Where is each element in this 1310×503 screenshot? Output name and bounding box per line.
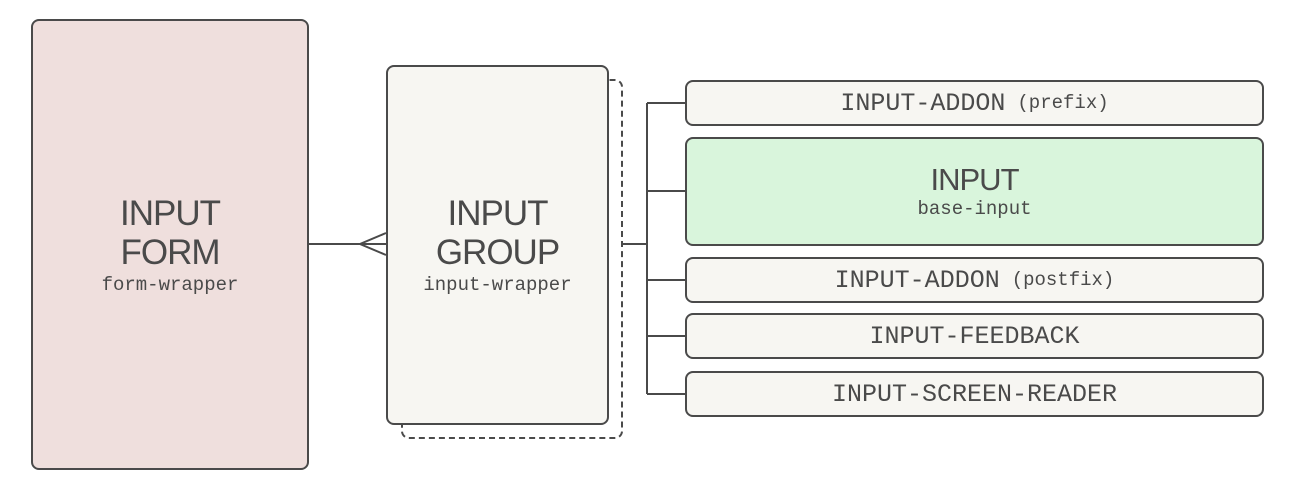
input-addon-prefix-suffix: (prefix) <box>1017 92 1109 114</box>
input-form-box: INPUT FORM form-wrapper <box>31 19 309 470</box>
input-feedback-label: INPUT-FEEDBACK <box>869 321 1080 351</box>
input-form-title-line1: INPUT <box>120 193 221 233</box>
input-addon-prefix-box: INPUT-ADDON (prefix) <box>685 80 1264 126</box>
input-label: INPUT <box>930 162 1020 197</box>
input-screen-reader-box: INPUT-SCREEN-READER <box>685 371 1264 417</box>
input-addon-postfix-box: INPUT-ADDON (postfix) <box>685 257 1264 303</box>
input-form-subtitle: form-wrapper <box>101 273 239 296</box>
input-addon-postfix-label: INPUT-ADDON <box>834 265 1000 295</box>
input-addon-prefix-label: INPUT-ADDON <box>840 88 1006 118</box>
input-group-title-line2: GROUP <box>435 233 560 272</box>
input-addon-postfix-suffix: (postfix) <box>1011 269 1115 291</box>
input-screen-reader-label: INPUT-SCREEN-READER <box>831 379 1118 409</box>
input-group-box: INPUT GROUP input-wrapper <box>386 65 609 425</box>
input-form-title-line2: FORM <box>120 232 220 272</box>
crows-foot-marker <box>357 232 387 256</box>
input-subtitle: base-input <box>917 198 1032 220</box>
input-feedback-box: INPUT-FEEDBACK <box>685 313 1264 359</box>
input-group-title-line1: INPUT <box>447 194 549 233</box>
input-box: INPUT base-input <box>685 137 1264 246</box>
input-group-subtitle: input-wrapper <box>423 274 572 296</box>
